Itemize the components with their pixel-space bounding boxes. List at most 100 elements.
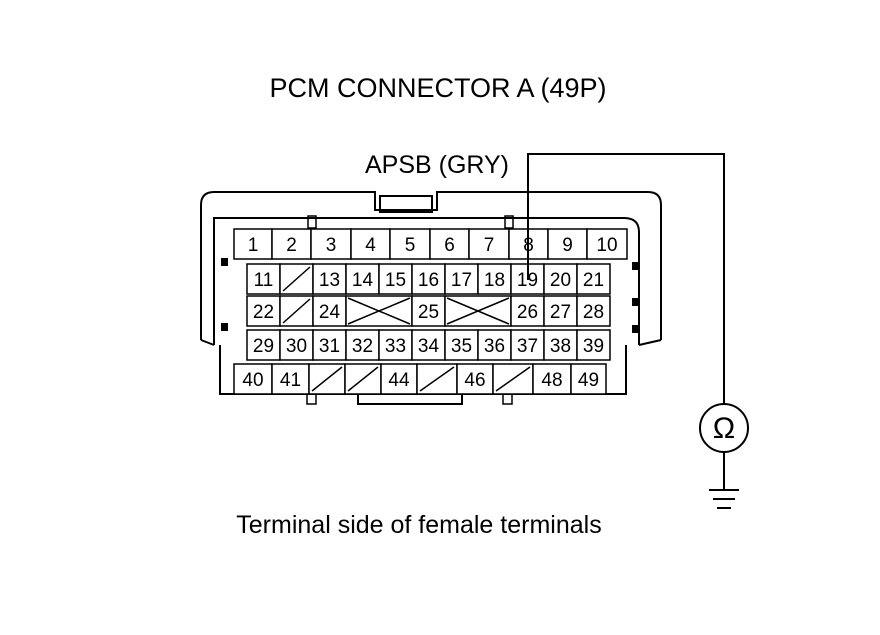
- terminal-number: 48: [541, 370, 562, 391]
- terminal-13: 13: [312, 263, 347, 295]
- terminal-number: 1: [248, 235, 259, 256]
- terminal-35: 35: [444, 329, 479, 361]
- terminal-empty: [416, 363, 458, 395]
- terminal-39: 39: [576, 329, 611, 361]
- terminal-cell: [312, 295, 347, 327]
- terminal-24: 24: [312, 295, 347, 327]
- terminal-32: 32: [345, 329, 380, 361]
- terminal-cell: [271, 228, 312, 260]
- terminal-empty: [444, 295, 512, 327]
- terminal-empty: [308, 363, 346, 395]
- terminal-37: 37: [510, 329, 545, 361]
- terminal-number: 3: [326, 235, 337, 256]
- terminal-empty: [345, 295, 413, 327]
- unused-slot-mark: [311, 366, 343, 392]
- terminal-27: 27: [543, 295, 578, 327]
- terminal-cell: [543, 329, 578, 361]
- terminal-14: 14: [345, 263, 380, 295]
- terminal-number: 24: [319, 302, 341, 323]
- terminal-number: 18: [484, 270, 505, 291]
- terminal-cell: [345, 329, 380, 361]
- terminal-empty: [279, 263, 314, 295]
- terminal-empty: [279, 295, 314, 327]
- terminal-cell: [429, 228, 470, 260]
- terminal-cell: [233, 228, 273, 260]
- diagram-caption: Terminal side of female terminals: [236, 511, 601, 539]
- terminal-number: 16: [418, 270, 439, 291]
- terminal-7: 7: [468, 228, 510, 260]
- terminal-cell: [576, 329, 611, 361]
- terminal-20: 20: [543, 263, 578, 295]
- terminal-number: 13: [319, 270, 340, 291]
- terminal-18: 18: [477, 263, 512, 295]
- terminal-number: 49: [578, 370, 599, 391]
- terminal-38: 38: [543, 329, 578, 361]
- terminal-number: 4: [365, 235, 376, 256]
- terminal-9: 9: [547, 228, 588, 260]
- terminal-29: 29: [246, 329, 281, 361]
- terminal-22: 22: [246, 295, 281, 327]
- terminal-cell: [246, 329, 281, 361]
- diagram-title: PCM CONNECTOR A (49P): [269, 73, 606, 103]
- terminal-1: 1: [233, 228, 273, 260]
- terminal-cell: [389, 228, 431, 260]
- terminal-number: 27: [550, 302, 571, 323]
- terminal-31: 31: [312, 329, 347, 361]
- terminal-number: 19: [517, 270, 538, 291]
- terminal-number: 31: [319, 336, 340, 357]
- terminal-empty: [492, 363, 534, 395]
- ohm-symbol: Ω: [713, 412, 735, 445]
- terminal-number: 44: [388, 370, 410, 391]
- terminal-empty: [344, 363, 382, 395]
- terminal-cell: [576, 295, 611, 327]
- terminal-number: 17: [451, 270, 472, 291]
- terminal-number: 6: [444, 235, 455, 256]
- terminal-number: 22: [253, 302, 274, 323]
- terminal-36: 36: [477, 329, 512, 361]
- terminal-number: 39: [583, 336, 604, 357]
- terminal-cell: [444, 263, 479, 295]
- unused-slot-mark: [495, 366, 531, 392]
- terminal-cell: [279, 329, 314, 361]
- terminal-number: 25: [418, 302, 439, 323]
- terminal-number: 9: [562, 235, 573, 256]
- blocked-slot-mark: [446, 297, 510, 325]
- terminal-number: 46: [464, 370, 485, 391]
- terminal-16: 16: [411, 263, 446, 295]
- terminal-number: 30: [286, 336, 307, 357]
- terminal-41: 41: [271, 363, 310, 395]
- terminal-number: 29: [253, 336, 274, 357]
- terminal-6: 6: [429, 228, 470, 260]
- terminal-25: 25: [411, 295, 446, 327]
- terminal-number: 34: [418, 336, 440, 357]
- terminal-number: 2: [286, 235, 297, 256]
- terminal-3: 3: [310, 228, 352, 260]
- terminal-number: 26: [517, 302, 538, 323]
- terminal-33: 33: [378, 329, 413, 361]
- unused-slot-mark: [282, 298, 311, 324]
- terminal-number: 37: [517, 336, 538, 357]
- terminal-2: 2: [271, 228, 312, 260]
- terminal-cell: [246, 263, 281, 295]
- terminal-number: 38: [550, 336, 571, 357]
- terminal-number: 21: [583, 270, 604, 291]
- terminal-17: 17: [444, 263, 479, 295]
- terminal-cell: [547, 228, 588, 260]
- terminal-49: 49: [570, 363, 607, 395]
- unused-slot-mark: [282, 266, 311, 292]
- terminal-15: 15: [378, 263, 413, 295]
- terminal-21: 21: [576, 263, 611, 295]
- probe-wire-label: APSB (GRY): [365, 151, 509, 179]
- terminal-cell: [468, 228, 510, 260]
- terminal-number: 11: [254, 270, 274, 291]
- terminal-number: 41: [280, 370, 301, 391]
- terminal-34: 34: [411, 329, 446, 361]
- terminal-number: 35: [451, 336, 472, 357]
- terminal-number: 40: [242, 370, 263, 391]
- terminal-number: 5: [405, 235, 416, 256]
- terminal-cell: [345, 263, 380, 295]
- terminal-cell: [477, 263, 512, 295]
